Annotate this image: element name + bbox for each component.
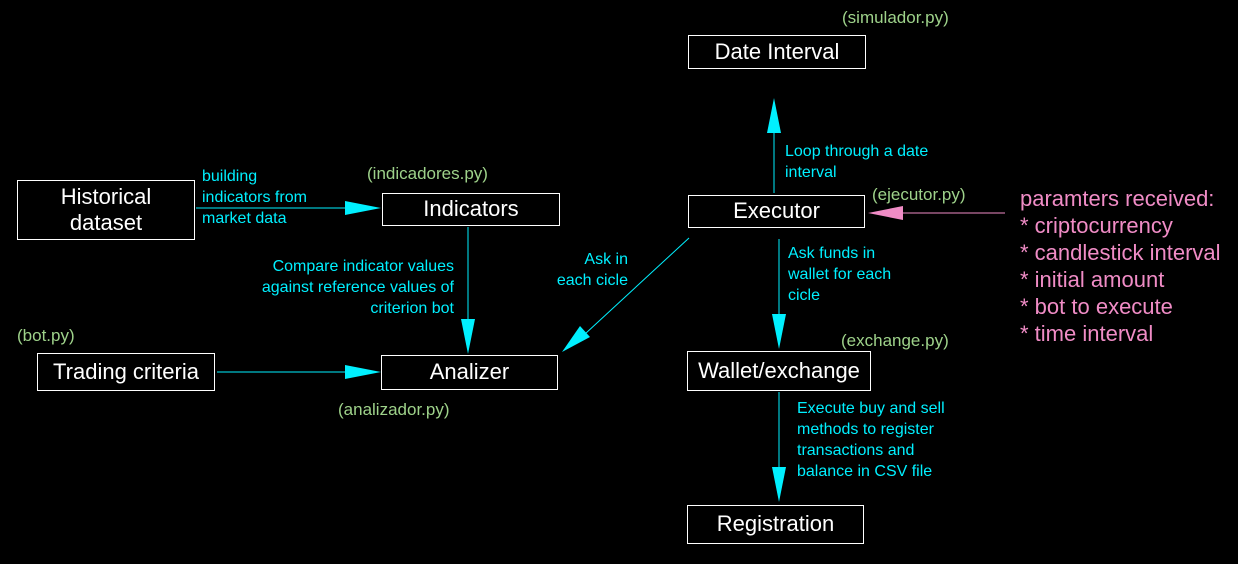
arrowhead-date-interval [767,98,781,133]
edge-executor-to-analizer [584,237,690,335]
executor-label: Executor [733,198,820,224]
ask-each-cicle-label: Ask in each cicle [556,251,628,289]
arrowhead-analizer-left [345,365,381,379]
trading-criteria-box: Trading criteria [37,353,215,391]
arrowhead-analizer-diagonal [562,326,590,352]
arrowhead-wallet [772,314,786,349]
loop-dates-label: Loop through a date interval [785,143,929,181]
parameter-item: * criptocurrency [1020,213,1173,238]
arrowhead-registration [772,467,786,502]
indicators-label: Indicators [423,196,519,222]
indicators-box: Indicators [382,193,560,226]
parameter-item: * candlestick interval [1020,240,1221,265]
arrowhead-executor-params [868,206,903,220]
execute-buy-sell-label: Execute buy and sell methods to register… [797,400,945,480]
date-interval-label: Date Interval [714,38,840,64]
historical-dataset-box: Historical dataset [17,180,195,240]
historical-dataset-line2: dataset [69,210,143,235]
registration-label: Registration [716,511,835,537]
analizer-box: Analizer [381,355,558,390]
wallet-exchange-label: Wallet/exchange [698,357,860,383]
analizer-label: Analizer [429,359,510,385]
compare-indicators-label: Compare indicator values against referen… [261,258,454,317]
bot-file-label: (bot.py) [17,326,75,345]
parameters-list: paramters received: * criptocurrency * c… [1020,185,1221,347]
ask-funds-label: Ask funds in wallet for each cicle [788,245,892,304]
parameter-item: * bot to execute [1020,294,1173,319]
parameter-item: * initial amount [1020,267,1165,292]
analizador-file-label: (analizador.py) [338,400,450,419]
ejecutor-file-label: (ejecutor.py) [872,185,966,204]
parameter-item: * time interval [1020,321,1154,346]
wallet-exchange-box: Wallet/exchange [687,351,871,391]
arrowhead-indicators [345,201,381,215]
date-interval-box: Date Interval [688,35,866,69]
indicadores-file-label: (indicadores.py) [367,164,488,183]
executor-box: Executor [688,195,865,228]
building-indicators-label: building indicators from market data [202,168,307,227]
arrowhead-analizer-top [461,319,475,354]
registration-box: Registration [687,505,864,544]
trading-criteria-label: Trading criteria [53,358,199,384]
parameters-title: paramters received: [1020,186,1215,211]
historical-dataset-line1: Historical [60,183,152,209]
exchange-file-label: (exchange.py) [841,331,949,350]
simulador-file-label: (simulador.py) [842,8,949,27]
